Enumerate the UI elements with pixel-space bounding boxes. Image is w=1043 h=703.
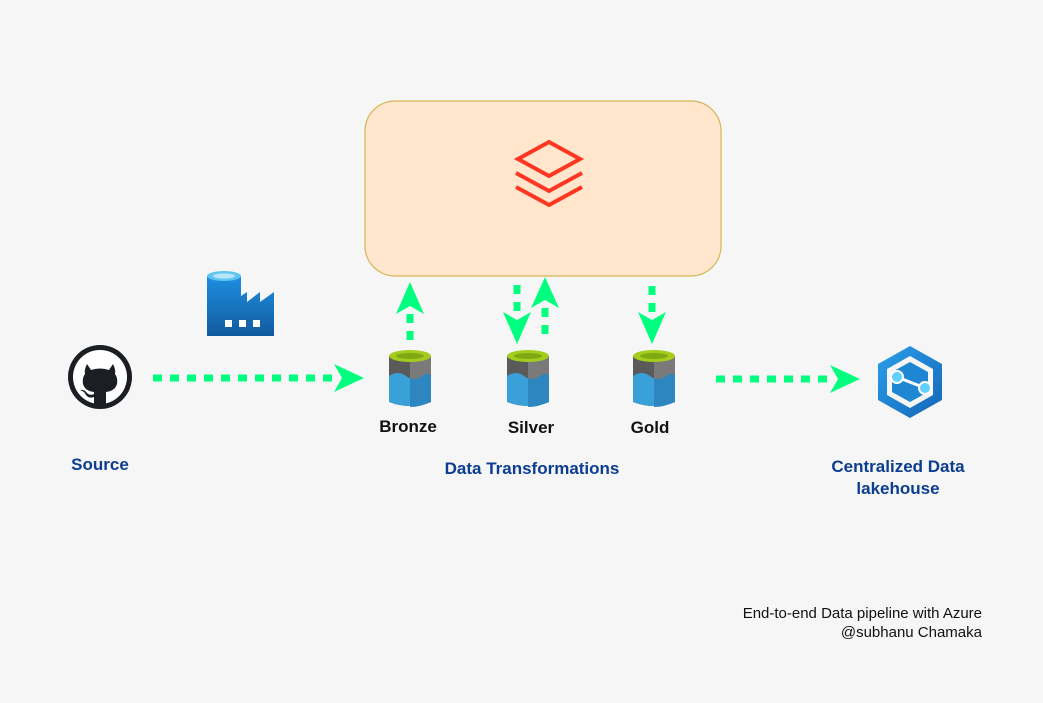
credit-line-2: @subhanu Chamaka bbox=[840, 624, 982, 641]
credit-note: End-to-end Data pipeline with Azure @sub… bbox=[743, 604, 982, 642]
gold-label: Gold bbox=[630, 418, 670, 437]
databricks-icon bbox=[513, 139, 585, 208]
credit-line-1: End-to-end Data pipeline with Azure bbox=[742, 605, 982, 622]
azure-data-factory-icon bbox=[207, 271, 274, 336]
source-label: Source bbox=[71, 455, 129, 474]
bronze-label: Bronze bbox=[379, 417, 437, 436]
data-lake-storage-icon bbox=[633, 350, 675, 407]
arrow-bronze-to-databricks bbox=[396, 282, 424, 340]
data-lake-storage-icon bbox=[507, 350, 549, 407]
arrow-databricks-to-silver bbox=[503, 285, 531, 344]
data-transformations-label: Data Transformations bbox=[444, 459, 620, 478]
arrow-silver-to-databricks bbox=[531, 277, 559, 334]
arrow-databricks-to-gold bbox=[638, 286, 666, 344]
azure-synapse-icon bbox=[878, 346, 942, 418]
data-lake-storage-icon bbox=[389, 350, 431, 407]
silver-label: Silver bbox=[507, 418, 555, 437]
lakehouse-label: Centralized Data lakehouse bbox=[831, 456, 964, 500]
lakehouse-label-line2: lakehouse bbox=[856, 479, 940, 498]
arrow-source-to-bronze bbox=[153, 364, 364, 392]
lakehouse-label-line1: Centralized Data bbox=[831, 457, 965, 476]
arrow-gold-to-lakehouse bbox=[716, 365, 860, 393]
github-icon bbox=[68, 345, 132, 409]
